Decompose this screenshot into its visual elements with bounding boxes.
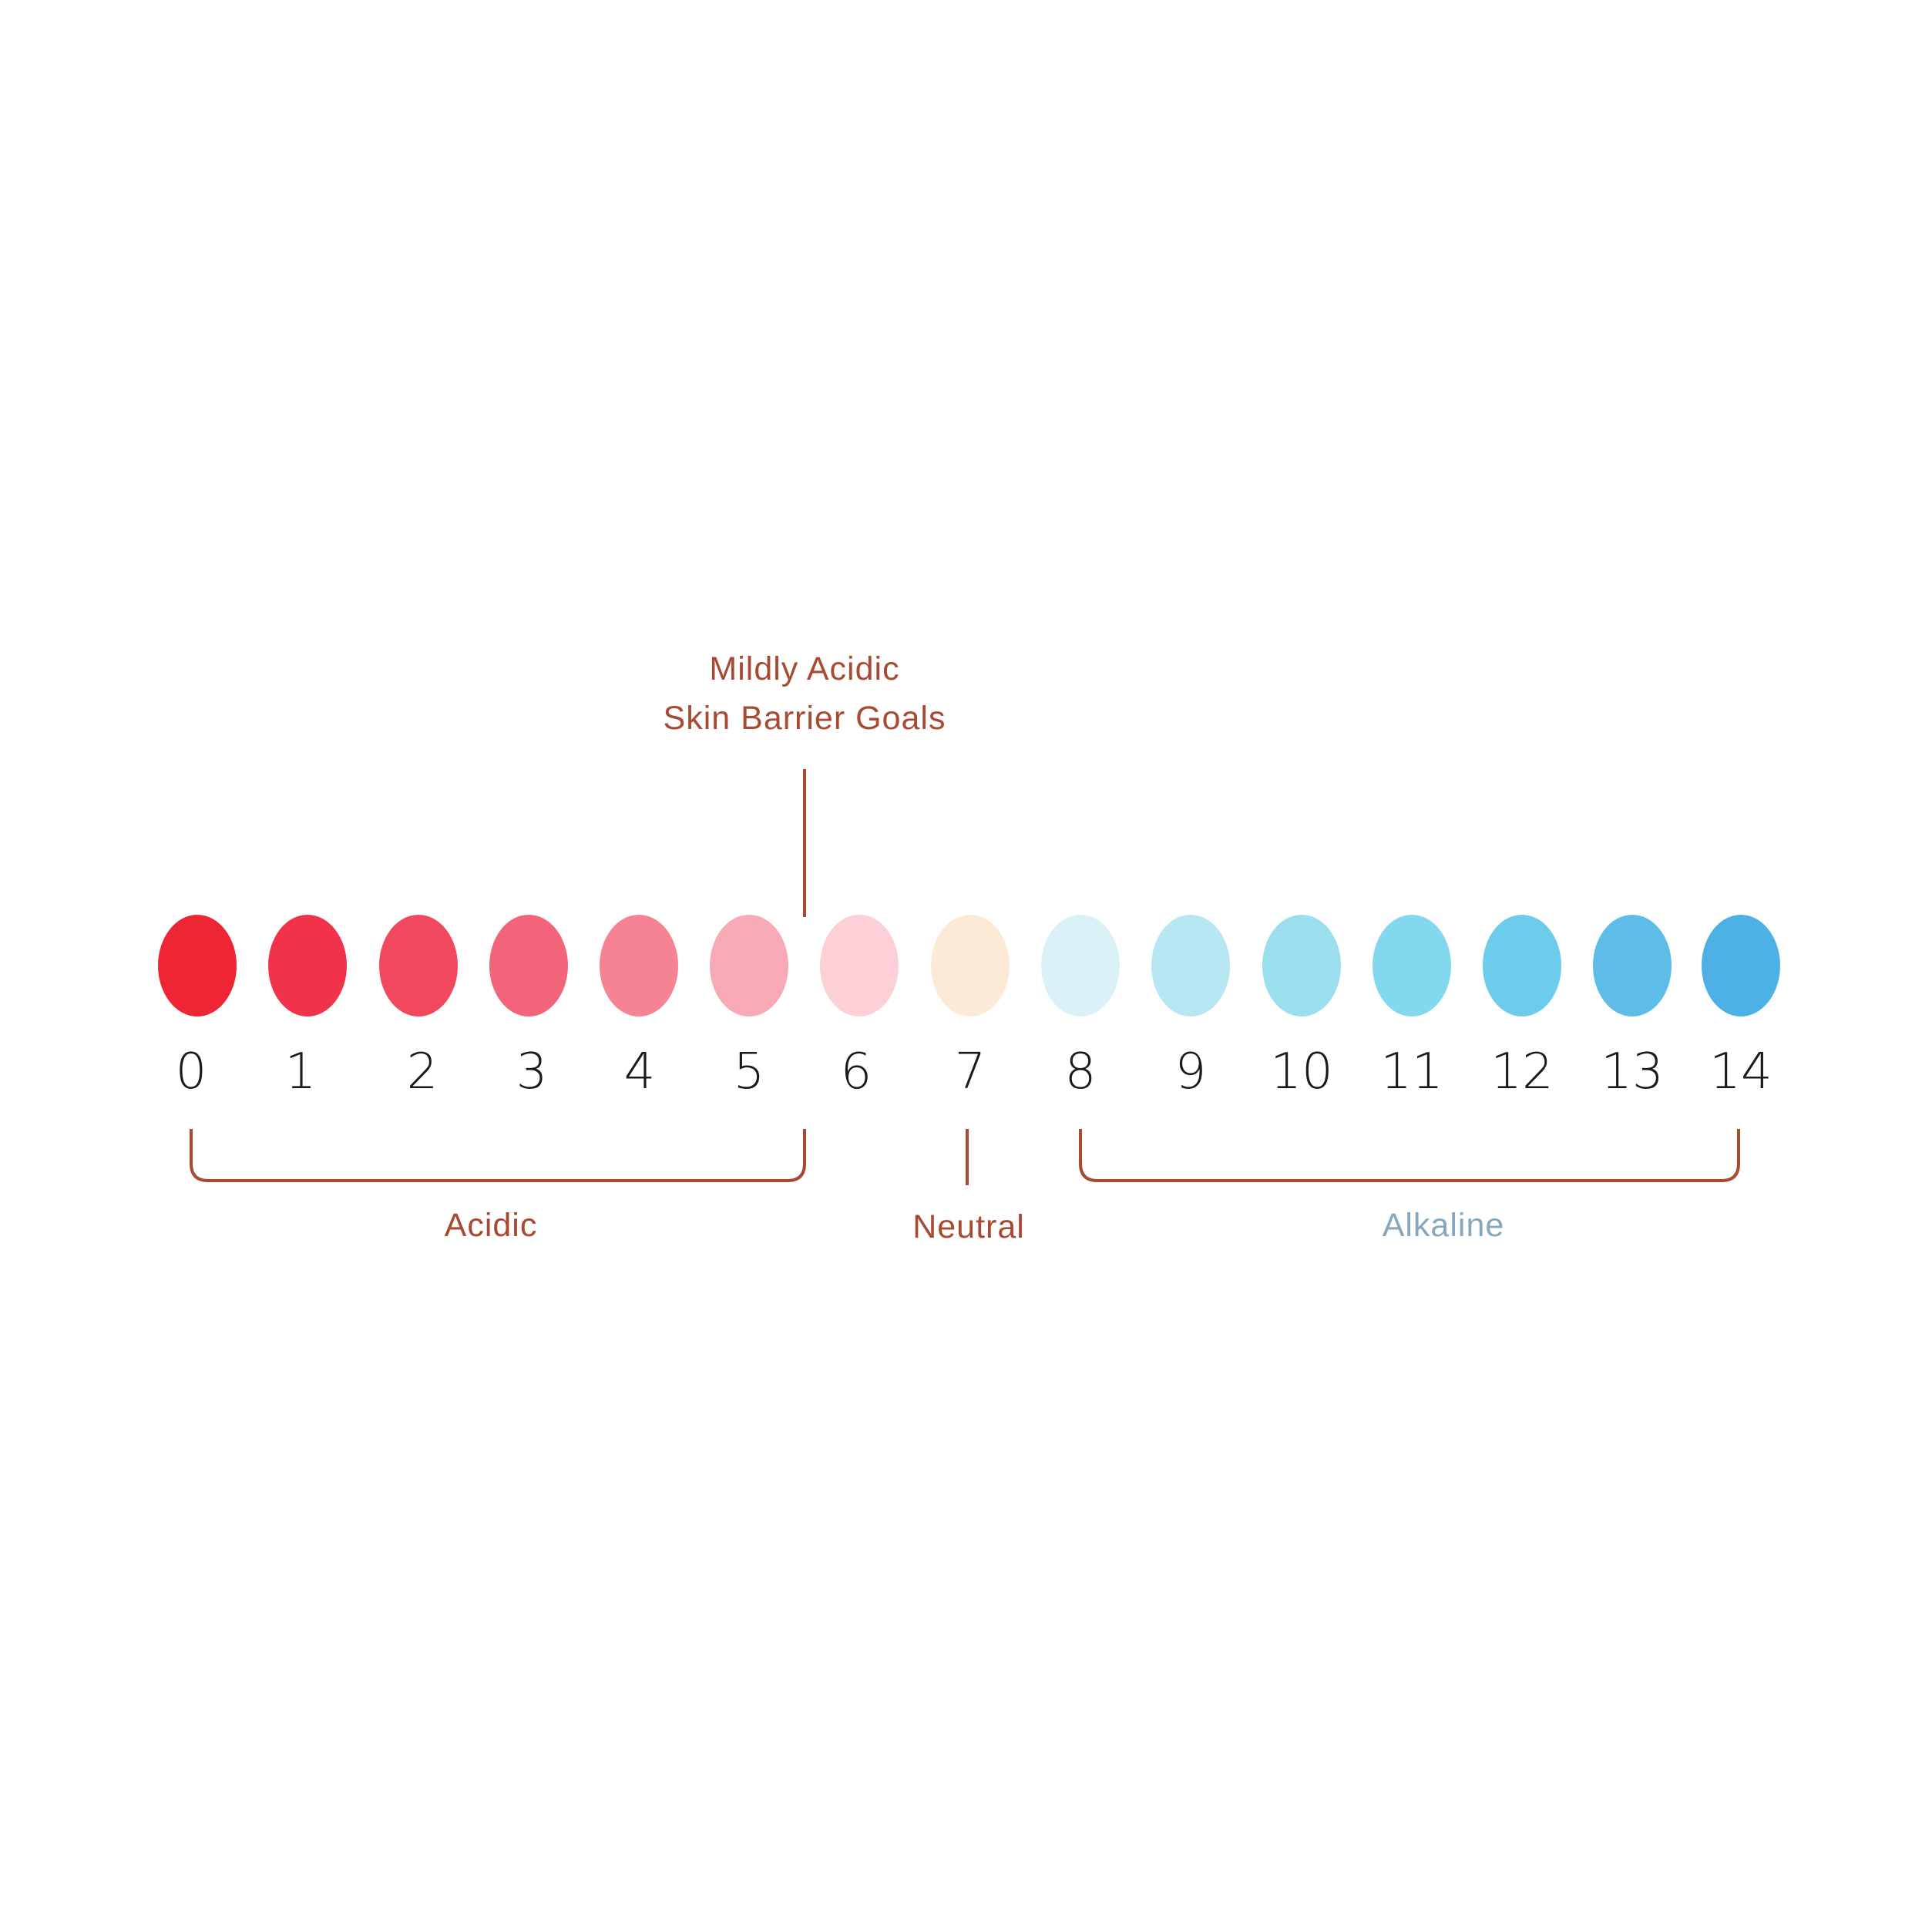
ph-dot-7 bbox=[931, 915, 1010, 1016]
ph-number-9: 9 bbox=[1175, 1043, 1207, 1100]
ph-dot-9 bbox=[1151, 915, 1230, 1016]
acidic-label: Acidic bbox=[445, 1207, 538, 1244]
ph-groups: Acidic Neutral Alkaline bbox=[190, 1129, 1740, 1245]
ph-number-6: 6 bbox=[841, 1043, 872, 1100]
ph-number-8: 8 bbox=[1065, 1043, 1097, 1100]
ph-number-11: 11 bbox=[1380, 1043, 1443, 1100]
ph-number-14: 14 bbox=[1709, 1043, 1772, 1100]
alkaline-bracket bbox=[1079, 1129, 1740, 1182]
ph-number-10: 10 bbox=[1270, 1043, 1332, 1100]
ph-number-0: 0 bbox=[176, 1043, 207, 1100]
annotation-line-1: Mildly Acidic bbox=[709, 650, 899, 687]
ph-number-3: 3 bbox=[516, 1043, 548, 1100]
ph-number-4: 4 bbox=[624, 1043, 656, 1100]
ph-dot-0 bbox=[158, 915, 237, 1016]
acidic-bracket bbox=[190, 1129, 806, 1182]
ph-dots bbox=[158, 915, 1780, 1016]
ph-number-2: 2 bbox=[407, 1043, 438, 1100]
ph-number-13: 13 bbox=[1601, 1043, 1663, 1100]
ph-dot-8 bbox=[1041, 915, 1120, 1016]
ph-dot-4 bbox=[600, 915, 678, 1016]
ph-dot-13 bbox=[1593, 915, 1672, 1016]
ph-dot-14 bbox=[1702, 915, 1780, 1016]
ph-dot-6 bbox=[820, 915, 899, 1016]
alkaline-label: Alkaline bbox=[1383, 1207, 1505, 1244]
ph-number-7: 7 bbox=[955, 1043, 986, 1100]
ph-dot-11 bbox=[1373, 915, 1451, 1016]
ph-number-5: 5 bbox=[734, 1043, 765, 1100]
ph-dot-3 bbox=[489, 915, 568, 1016]
annotation-line-2: Skin Barrier Goals bbox=[664, 700, 946, 737]
ph-dot-2 bbox=[379, 915, 458, 1016]
neutral-label: Neutral bbox=[912, 1208, 1025, 1245]
ph-dot-5 bbox=[710, 915, 788, 1016]
ph-number-1: 1 bbox=[285, 1043, 317, 1100]
ph-dot-12 bbox=[1483, 915, 1561, 1016]
ph-dot-10 bbox=[1262, 915, 1341, 1016]
ph-number-12: 12 bbox=[1490, 1043, 1553, 1100]
ph-dot-1 bbox=[268, 915, 347, 1016]
